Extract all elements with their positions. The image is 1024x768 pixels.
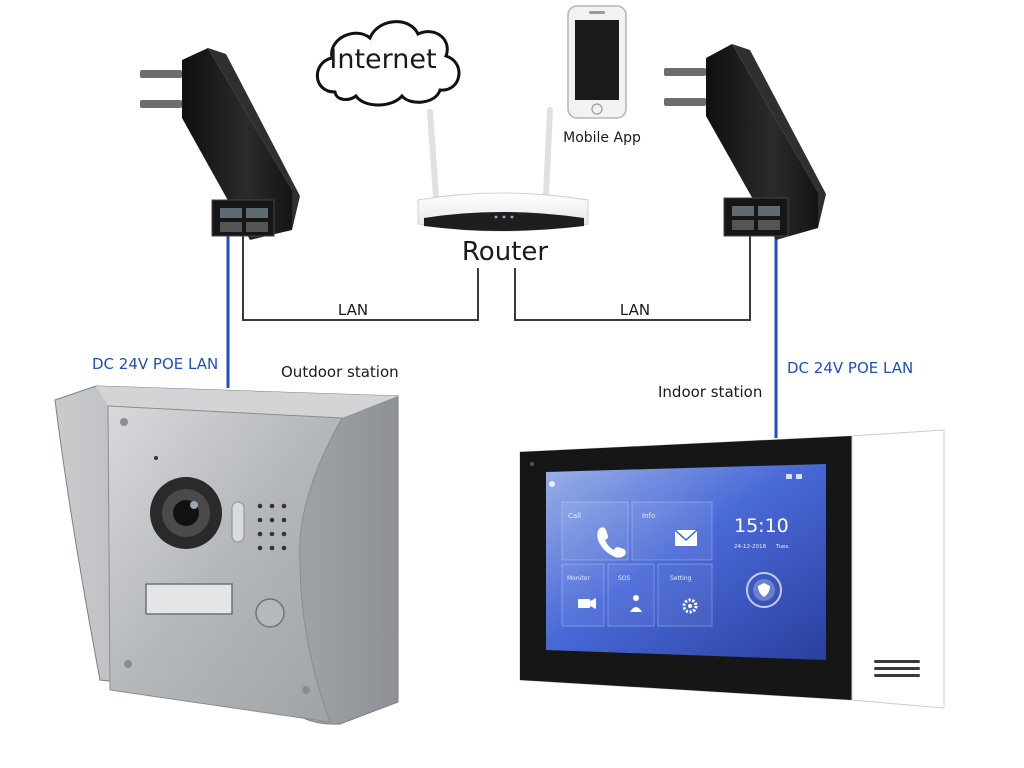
internet-label: Internet	[329, 44, 436, 75]
call-button	[255, 598, 285, 628]
tile-setting-label: Setting	[670, 575, 692, 582]
sos-person-icon	[630, 595, 642, 612]
gear-icon	[682, 598, 698, 614]
router-icon	[417, 107, 589, 232]
outdoor-station	[54, 385, 399, 725]
clock-weekday: Tues.	[775, 544, 790, 550]
lan-label-left: LAN	[338, 301, 368, 319]
lan-cable-right	[514, 232, 751, 321]
mobile-app-label: Mobile App	[563, 130, 641, 146]
indoor-speaker-slots	[874, 660, 920, 677]
poe-label-left: DC 24V POE LAN	[92, 355, 218, 373]
internet-cloud-icon	[315, 20, 461, 107]
video-camera-icon	[578, 598, 596, 609]
router-label: Router	[462, 237, 548, 267]
tile-sos-label: SOS	[618, 575, 631, 582]
clock-date: 24-12-2018	[734, 544, 766, 550]
camera-lens-icon	[150, 477, 222, 549]
tile-monitor-label: Monitor	[567, 575, 590, 582]
poe-adapter-right	[664, 44, 826, 240]
name-plate	[145, 583, 233, 615]
phone-icon	[597, 527, 626, 558]
security-shield-icon	[746, 572, 782, 608]
lan-label-right: LAN	[620, 301, 650, 319]
outdoor-station-label: Outdoor station	[281, 363, 399, 381]
tile-call-label: Call	[568, 512, 581, 520]
mail-icon	[674, 529, 698, 546]
poe-adapter-left	[140, 48, 300, 240]
lan-cable-left	[242, 232, 479, 321]
indoor-station-label: Indoor station	[658, 383, 762, 401]
indoor-station: Call Info Monitor SOS Setting 15:10 24-1…	[519, 429, 945, 709]
tile-info-label: Info	[642, 512, 655, 520]
mobile-phone-icon	[567, 5, 627, 119]
status-icon-a	[786, 474, 792, 479]
speaker-grille	[257, 503, 287, 551]
indoor-screen	[546, 464, 826, 660]
clock-time: 15:10	[734, 515, 789, 537]
brand-logo-icon	[549, 481, 555, 487]
poe-label-right: DC 24V POE LAN	[787, 359, 913, 377]
status-icon-b	[796, 474, 802, 479]
